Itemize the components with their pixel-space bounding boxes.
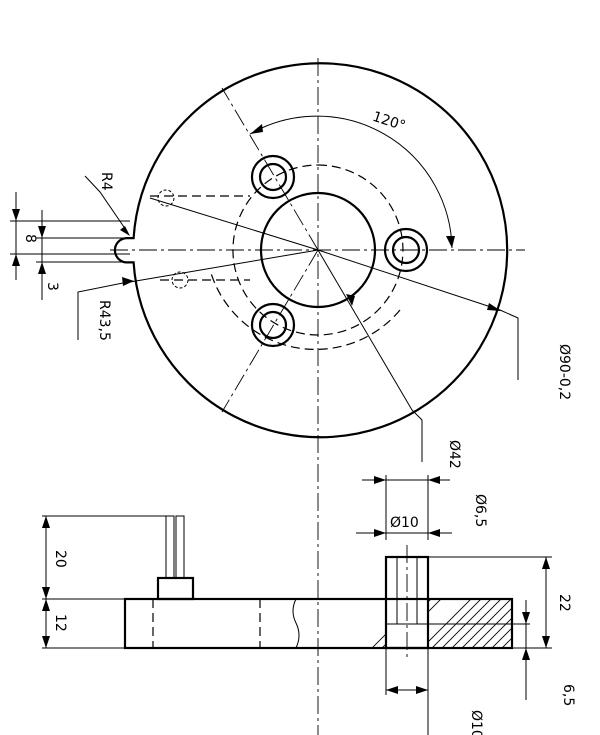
angle-arrow-right [446,236,455,248]
outer-diameter-arrow [487,303,501,311]
slot-arrow-bottom [12,254,20,266]
cbore-arrow-right [428,529,440,537]
counterbore-depth-label: 6,5 [560,684,576,706]
top-view: 120° R4 R43,5 8 3 Ø90-0,2 Ø42 [10,58,572,735]
hole-arrow-left [374,476,386,484]
hole-upper-outer [250,154,296,200]
plate-arrow-bottom [42,636,50,648]
hole-lower-inner [258,310,288,340]
diagonal-centerline-a [221,87,319,251]
section-hatching [372,599,512,648]
angle-label: 120° [370,109,407,135]
bore-diameter-label: Ø42 [446,440,462,469]
slot-offset-label: 3 [44,282,60,291]
offset-arrow-bottom [38,262,46,274]
counterbore-diameter-label: Ø10 [390,515,419,531]
side-view: Ø6,5 Ø10 Ø10,5 20 12 22 6, [42,475,576,735]
hole-right-outer [383,227,429,273]
boss-arrow-bottom [542,636,550,648]
pin-arrow-top [42,516,50,528]
bore-diameter-arrow [346,294,355,306]
hole-lower-outer [250,302,296,348]
slot-arrow-top [12,209,20,221]
hidden-pitch-circle-inner [232,164,404,336]
hole-diameter-label: Ø6,5 [472,494,488,527]
slot-width-label: 8 [22,234,38,243]
angle-arrow-left [250,124,263,134]
r4-leader [84,175,127,231]
r43-leader [77,281,129,340]
outer-diameter-leader [317,249,519,380]
boss-height-label: 22 [556,594,572,612]
cbore-depth-arrow-top [522,612,530,624]
center-bore [259,191,377,309]
pin-stem-left [165,515,175,579]
angle-dimension-arc [249,115,453,249]
pin-arrow-bottom [42,587,50,599]
bottom-arrow-left [386,686,398,694]
pin-stem-right [175,515,185,579]
cbore-arrow-left [374,529,386,537]
bottom-arrow-right [416,686,428,694]
ref-circle-upper [157,189,175,207]
bottom-counterbore-label: Ø10,5 [468,710,484,735]
hole-arrow-right [428,476,440,484]
break-line [292,598,300,649]
diagonal-centerline-b [221,249,319,413]
bore-diameter-leader [317,249,423,462]
plate-arrow-top [42,599,50,611]
boss-arrow-top [542,557,550,569]
pin-base [156,576,195,601]
notch-radius-label: R4 [98,172,114,191]
r43-arrow [122,277,134,286]
outer-diameter-label: Ø90-0,2 [556,344,572,400]
hole-right-inner [391,235,421,265]
offset-arrow-top [38,226,46,238]
outer-contour [113,62,509,439]
pitch-radius-label: R43,5 [96,300,112,341]
pin-height-label: 20 [52,550,68,568]
ref-line-lower [129,249,319,283]
ref-line-upper [149,197,319,251]
hole-upper-inner [258,162,288,192]
cbore-depth-arrow-bottom [522,648,530,660]
r4-arrow [120,226,130,236]
hidden-arc-outer [209,269,401,350]
plate-thickness-label: 12 [52,614,68,632]
